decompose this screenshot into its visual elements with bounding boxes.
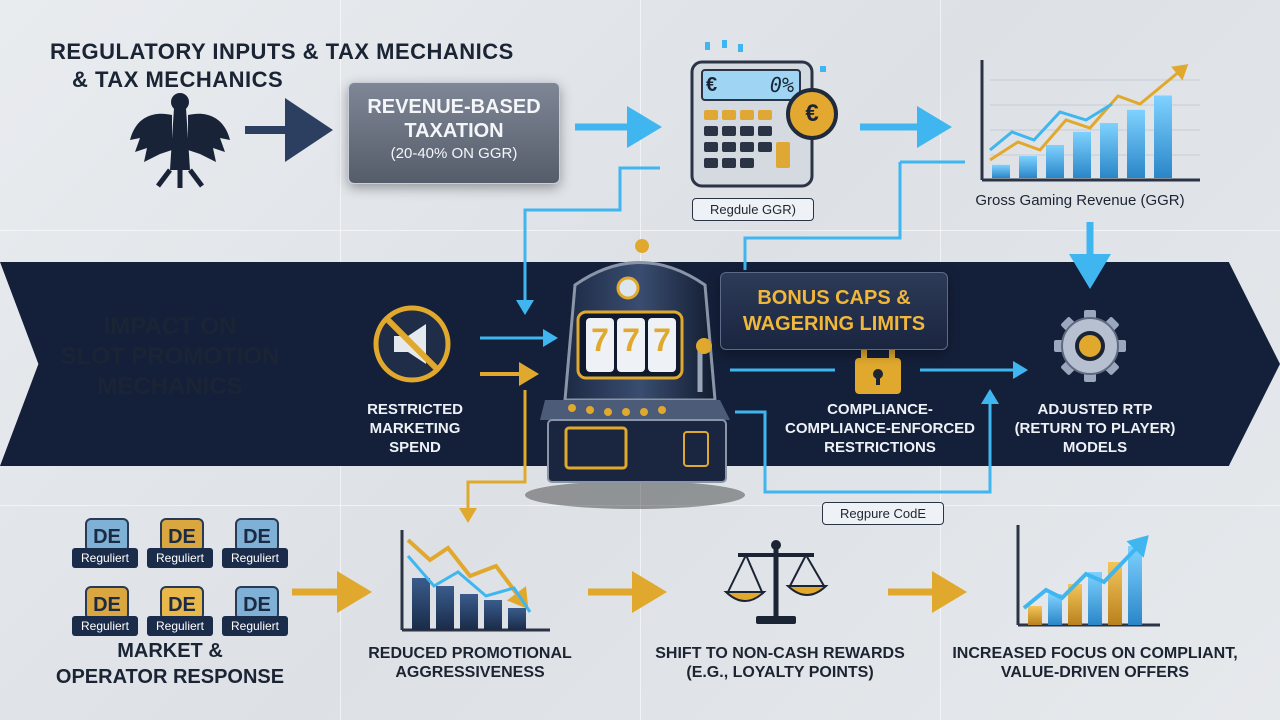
grid-line — [0, 505, 1280, 506]
heading-line: REGULATORY INPUTS & TAX MECHANICS — [50, 39, 514, 64]
adjusted-rtp-label: ADJUSTED RTP (RETURN TO PLAYER) MODELS — [1000, 400, 1190, 457]
ggr-bar — [1100, 123, 1118, 178]
box-line: REVENUE-BASED — [367, 96, 541, 118]
ggr-trend-line — [989, 102, 1113, 152]
label-line: (RETURN TO PLAYER) — [1014, 420, 1176, 437]
label-line: ADJUSTED RTP — [1037, 401, 1153, 418]
ggr-bar — [1073, 131, 1091, 178]
declining-chart-icon — [400, 530, 550, 632]
gear-icon — [1054, 310, 1126, 382]
section-heading-market: MARKET & OPERATOR RESPONSE — [40, 638, 300, 690]
flow-ggr-to-bonus — [743, 162, 902, 270]
calculator-display: 0% — [769, 73, 794, 97]
box-line: TAXATION — [404, 120, 504, 142]
label-line: MODELS — [1062, 439, 1128, 456]
label-line: MARKETING — [369, 420, 461, 437]
ggr-bar — [992, 164, 1010, 178]
regpure-code-label: Regpure CodE — [822, 502, 944, 525]
de-reguliert-badge: DE Reguliert — [147, 586, 213, 640]
label-line: SPEND — [389, 439, 441, 456]
label-line: INCREASED FOCUS ON COMPLIANT, — [952, 645, 1238, 662]
bonus-caps-box: BONUS CAPS & WAGERING LIMITS — [720, 272, 948, 350]
restricted-marketing-label: RESTRICTED MARKETING SPEND — [340, 400, 490, 457]
label-line: (E.G., LOYALTY POINTS) — [686, 664, 874, 681]
badge-tag: Reguliert — [147, 616, 213, 636]
label-line: COMPLIANCE-ENFORCED — [785, 420, 975, 437]
label-line: VALUE-DRIVEN OFFERS — [1000, 664, 1190, 681]
flow-slot-to-reduced — [459, 390, 527, 523]
calculator-icon — [690, 60, 814, 188]
ggr-bar — [1019, 156, 1037, 178]
de-reguliert-badge: DE Reguliert — [147, 518, 213, 572]
flow-slot-loop — [735, 389, 999, 494]
label-line: REDUCED PROMOTIONAL — [368, 645, 572, 662]
grid-line — [0, 230, 1280, 231]
ggr-bar — [1046, 145, 1064, 178]
ggr-bar — [1127, 109, 1145, 178]
label-line: RESTRICTIONS — [824, 439, 936, 456]
ggr-trend-line — [989, 64, 1189, 162]
rising-chart-icon — [1016, 525, 1160, 627]
revenue-taxation-box: REVENUE-BASED TAXATION (20-40% ON GGR) — [348, 82, 560, 184]
box-line: BONUS CAPS & — [757, 287, 911, 309]
box-line: (20-40% ON GGR) — [390, 145, 518, 162]
de-reguliert-badge: DE Reguliert — [222, 518, 288, 572]
ggr-chart-bars — [989, 64, 1189, 178]
box-line: WAGERING LIMITS — [742, 313, 926, 335]
no-megaphone-icon — [373, 305, 451, 383]
calculator-currency: € — [706, 74, 718, 96]
eagle-icon — [130, 93, 230, 188]
heading-line: SLOT PROMOTION — [60, 343, 280, 370]
label-line: COMPLIANCE- — [827, 401, 933, 418]
euro-coin-symbol: € — [805, 100, 819, 127]
badge-tag: Reguliert — [222, 616, 288, 636]
badge-tag: Reguliert — [147, 548, 213, 568]
increased-focus-label: INCREASED FOCUS ON COMPLIANT, VALUE-DRIV… — [935, 644, 1255, 682]
badge-tag: Reguliert — [72, 616, 138, 636]
de-reguliert-badge: DE Reguliert — [72, 586, 138, 640]
euro-coin-icon — [786, 88, 838, 140]
label-line: RESTRICTED — [367, 401, 463, 418]
regulate-ggr-label: Regdule GGR) — [692, 198, 814, 221]
badge-tag: Reguliert — [72, 548, 138, 568]
heading-line: OPERATOR RESPONSE — [55, 666, 285, 688]
sparkle-icon — [705, 40, 826, 72]
shift-non-cash-label: SHIFT TO NON-CASH REWARDS (E.G., LOYALTY… — [640, 644, 920, 682]
heading-line: IMPACT ON — [103, 313, 237, 340]
scales-icon — [723, 540, 829, 624]
slot-reel: 7 — [653, 322, 671, 358]
de-reguliert-badge: DE Reguliert — [72, 518, 138, 572]
heading-line: MARKET & — [117, 640, 223, 662]
label-line: SHIFT TO NON-CASH REWARDS — [655, 645, 905, 662]
section-heading-regulatory: REGULATORY INPUTS & TAX MECHANICS & TAX … — [50, 38, 514, 94]
heading-line: MECHANICS — [97, 373, 243, 400]
ggr-bar — [1154, 95, 1172, 178]
heading-line: & TAX MECHANICS — [72, 67, 284, 92]
slot-machine-icon — [525, 239, 745, 509]
flow-calculator-to-slot — [516, 166, 660, 315]
badge-tag: Reguliert — [222, 548, 288, 568]
ggr-label: Gross Gaming Revenue (GGR) — [975, 192, 1185, 209]
label-line: AGGRESSIVENESS — [395, 664, 545, 681]
compliance-restrictions-label: COMPLIANCE- COMPLIANCE-ENFORCED RESTRICT… — [770, 400, 990, 457]
slot-reel: 7 — [591, 322, 609, 358]
de-reguliert-badge: DE Reguliert — [222, 586, 288, 640]
reduced-promotional-label: REDUCED PROMOTIONAL AGGRESSIVENESS — [350, 644, 590, 682]
section-heading-impact: IMPACT ON SLOT PROMOTION MECHANICS — [0, 312, 340, 402]
slot-reel: 7 — [622, 322, 640, 358]
